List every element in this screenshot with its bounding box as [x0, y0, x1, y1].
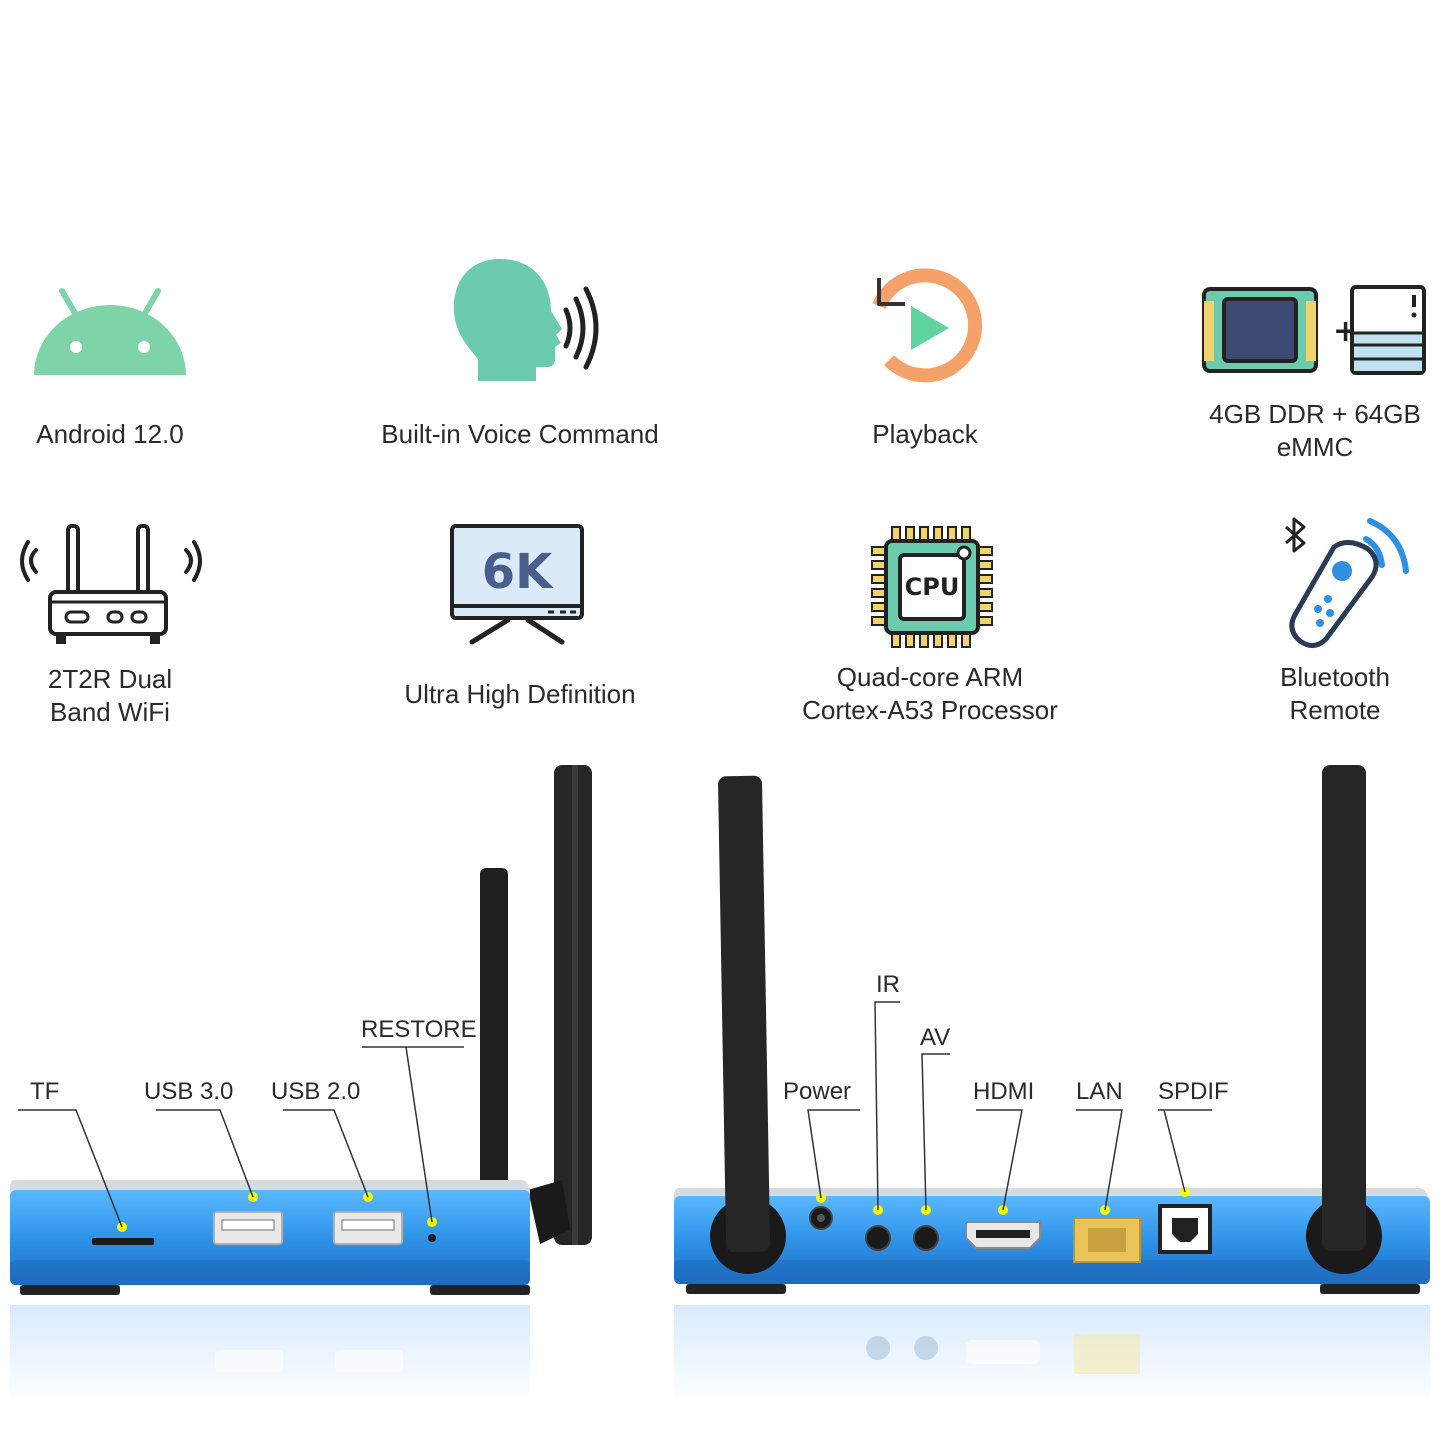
feature-wifi-label: 2T2R Dual Band WiFi	[10, 663, 210, 729]
device-rear-view	[674, 765, 1430, 1405]
feature-voice-label: Built-in Voice Command	[381, 419, 659, 449]
cpu-chip-text: CPU	[905, 573, 960, 601]
ir-label: IR	[876, 971, 900, 998]
playback-icon	[872, 268, 983, 383]
front-antenna-short	[480, 868, 508, 1198]
tf-label: TF	[30, 1078, 60, 1105]
bluetooth-remote-icon	[1285, 517, 1409, 648]
usb3-label: USB 3.0	[144, 1078, 234, 1105]
ir-port	[865, 1225, 891, 1251]
feature-remote-line2: Remote	[1289, 695, 1381, 725]
feature-storage-label: 4GB DDR + 64GB eMMC	[1185, 398, 1445, 464]
feature-storage-line1: 4GB DDR + 64GB	[1209, 399, 1421, 429]
spdif-label: SPDIF	[1158, 1078, 1229, 1105]
feature-uhd-label: Ultra High Definition	[404, 679, 636, 709]
feature-remote-line1: Bluetooth	[1280, 662, 1390, 692]
cpu-chip-icon: CPU	[871, 526, 993, 648]
voice-head-icon	[453, 259, 599, 381]
feature-remote-label: Bluetooth Remote	[1220, 661, 1445, 727]
feature-cpu-line2: Cortex-A53 Processor	[802, 695, 1058, 725]
restore-label: RESTORE	[361, 1016, 477, 1043]
feature-storage-line2: eMMC	[1276, 432, 1354, 462]
hdmi-label: HDMI	[973, 1078, 1035, 1105]
restore-button[interactable]	[428, 1234, 436, 1242]
rear-antenna-right	[1322, 765, 1366, 1251]
rear-device-body	[674, 1196, 1430, 1284]
lan-label: LAN	[1076, 1078, 1123, 1105]
av-label: AV	[920, 1024, 951, 1051]
rear-antenna-left	[718, 775, 771, 1253]
android-icon	[34, 288, 186, 375]
device-front-view	[10, 765, 592, 1405]
feature-android-label: Android 12.0	[36, 419, 184, 449]
feature-cpu-label: Quad-core ARM Cortex-A53 Processor	[770, 661, 1090, 727]
feature-cpu-line1: Quad-core ARM	[836, 662, 1024, 692]
usb2-label: USB 2.0	[271, 1078, 361, 1105]
power-label: Power	[783, 1078, 852, 1105]
monitor-6k-icon: 6K	[450, 524, 584, 645]
tf-card-slot	[92, 1238, 154, 1245]
feature-wifi-line1: 2T2R Dual	[47, 664, 173, 694]
feature-playback-label: Playback	[872, 419, 978, 449]
monitor-6k-text: 6K	[482, 544, 554, 600]
router-icon	[20, 524, 202, 644]
av-port	[913, 1225, 939, 1251]
memory-storage-icon: +	[1202, 285, 1426, 375]
feature-wifi-line2: Band WiFi	[50, 697, 170, 727]
